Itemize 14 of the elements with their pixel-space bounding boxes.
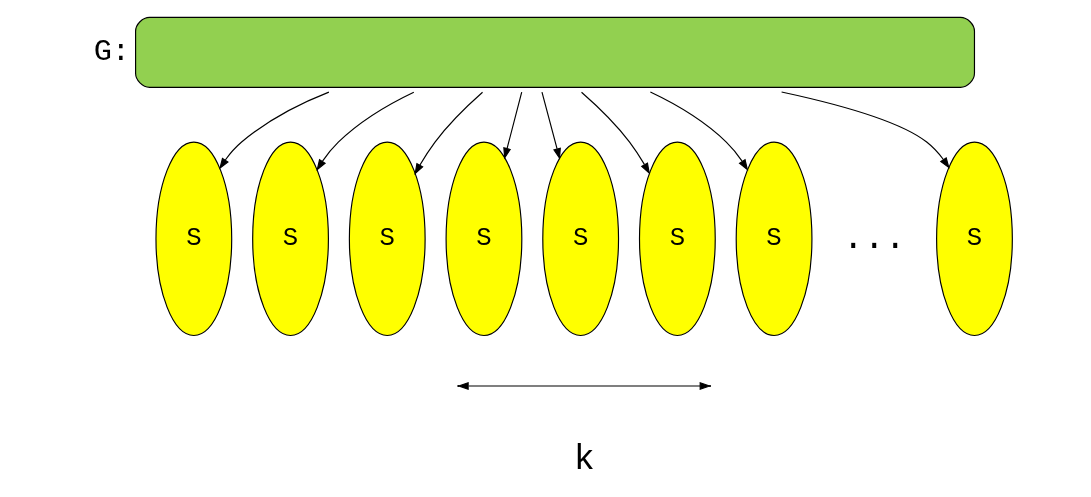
arrow [780,91,950,169]
arrow [315,91,414,171]
label: ... [842,218,906,258]
node-ellipse: S [541,141,619,337]
arrow [502,91,522,160]
arrow [218,91,329,170]
arrow [649,91,748,171]
node-ellipse: S [445,141,522,337]
arrow [413,91,483,175]
arrow [540,91,561,160]
node-ellipse: S [935,141,1013,337]
label: k [573,440,595,480]
arrow [580,91,650,175]
node-label: G: [93,34,130,69]
